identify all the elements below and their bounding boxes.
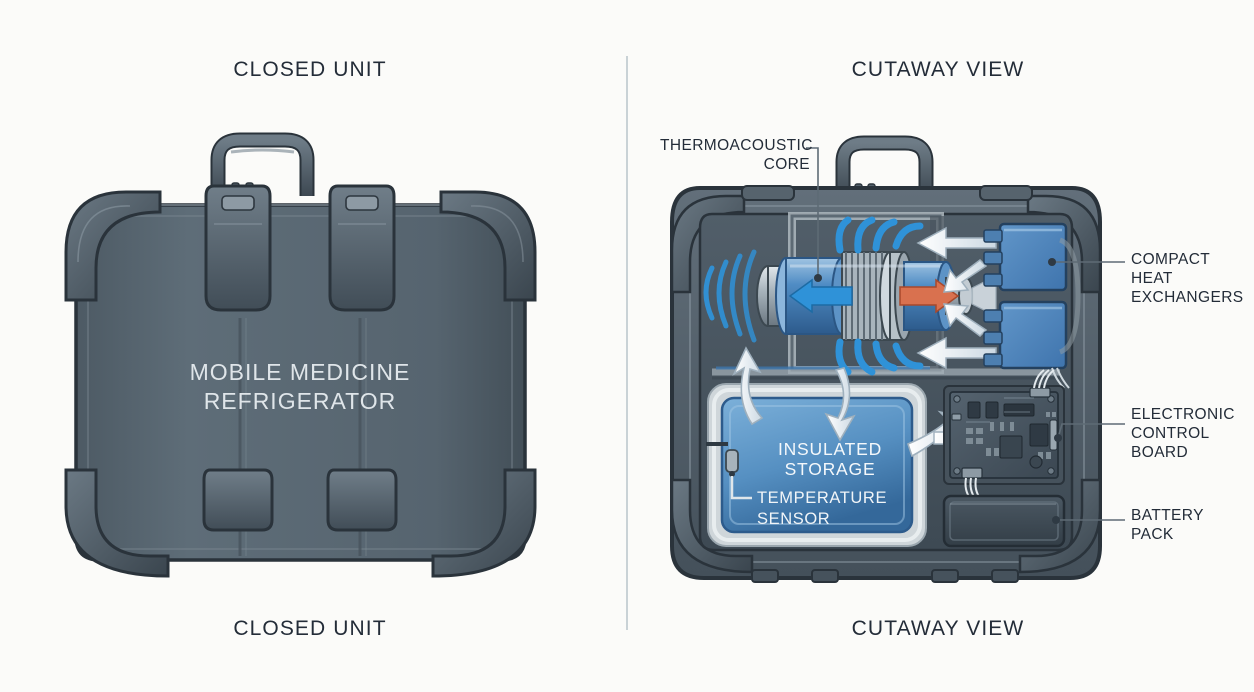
callout-core-line2: CORE [763, 156, 810, 173]
callout-ecb-line1: ELECTRONIC [1131, 406, 1235, 423]
airflow-arrow-upper [916, 226, 997, 260]
airflow-arrow-diag-up [942, 259, 988, 293]
insulated-storage-label-line1: INSULATED [778, 439, 882, 459]
callout-battery-line2: PACK [1131, 526, 1174, 543]
hx-duct-loop [1058, 237, 1081, 355]
temperature-sensor: TEMPERATURE SENSOR [706, 442, 887, 528]
callout-thermoacoustic-core: THERMOACOUSTIC CORE [660, 136, 813, 174]
temperature-sensor-label-line2: SENSOR [757, 510, 830, 528]
pcb-small-parts [966, 412, 1056, 459]
heat-exchanger-upper [983, 222, 1068, 292]
callout-electronic-control-board: ELECTRONIC CONTROL BOARD [1131, 405, 1235, 462]
pcb-connector-top [1029, 369, 1055, 398]
battery-pack [942, 494, 1066, 548]
cold-flow-arrow [788, 278, 853, 314]
callout-hx-line2: HEAT [1131, 270, 1173, 287]
callout-battery-pack: BATTERY PACK [1131, 506, 1204, 544]
leader-dots [814, 258, 1062, 524]
callout-core-line1: THERMOACOUSTIC [660, 137, 813, 154]
leader-lines [806, 147, 1125, 521]
pcb-capacitor [1029, 455, 1043, 469]
temperature-sensor-label-line1: TEMPERATURE [757, 489, 887, 507]
callout-hx-line1: COMPACT [1131, 251, 1211, 268]
callout-hx-line3: EXCHANGERS [1131, 289, 1244, 306]
working-gas-arrows-bottom [835, 338, 924, 376]
case-label-line1: MOBILE MEDICINE [190, 359, 411, 385]
leader-thermoacoustic-core [806, 147, 819, 278]
callout-compact-heat-exchangers: COMPACT HEAT EXCHANGERS [1131, 250, 1244, 307]
insulated-storage-label-line2: STORAGE [785, 459, 876, 479]
callout-ecb-line3: BOARD [1131, 444, 1189, 461]
circulation-arrow-up-left [732, 346, 764, 426]
pcb-chips [967, 401, 1058, 459]
pcb-usb-port [951, 413, 962, 421]
panel-title-cutaway-top: CUTAWAY VIEW [851, 58, 1025, 81]
panel-title-closed-bottom: CLOSED UNIT [233, 617, 387, 640]
case-label-line2: REFRIGERATOR [204, 388, 397, 414]
corner-bumpers [64, 190, 537, 578]
latches [204, 184, 396, 312]
latch-lower-tabs [202, 468, 398, 532]
callout-battery-line1: BATTERY [1131, 507, 1204, 524]
heat-exchanger-lower [983, 300, 1070, 389]
working-gas-arrows-top [835, 216, 924, 254]
case-branding-label: MOBILE MEDICINE REFRIGERATOR [190, 359, 411, 414]
panel-title-closed-top: CLOSED UNIT [233, 58, 387, 81]
airflow-arrow-diag-down [942, 303, 988, 337]
pcb-traces [966, 397, 1034, 423]
circulation-arrow-down-mid [824, 367, 856, 442]
panel-title-cutaway-bottom: CUTAWAY VIEW [851, 617, 1025, 640]
control-board [943, 369, 1065, 499]
callout-ecb-line2: CONTROL [1131, 425, 1210, 442]
insulated-storage: INSULATED STORAGE [707, 383, 927, 547]
acoustic-wave-arcs [703, 249, 757, 343]
leader-control-board [1057, 423, 1125, 439]
panel-divider [626, 56, 628, 630]
